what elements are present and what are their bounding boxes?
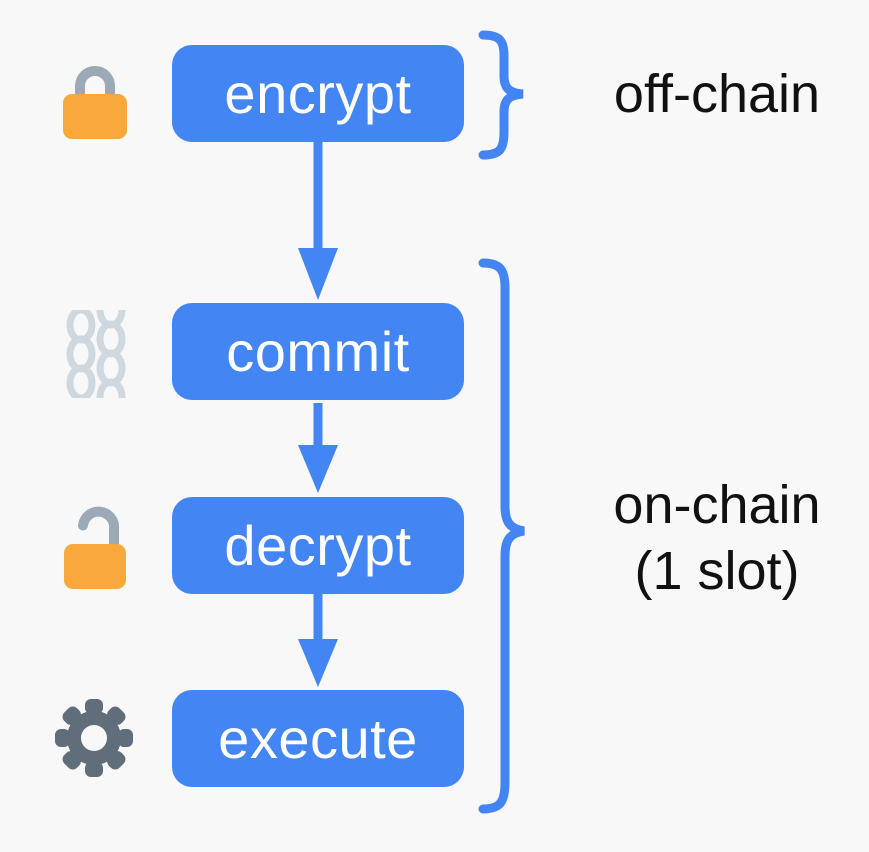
arrow-commit-to-decrypt-icon (298, 403, 338, 493)
gear-icon (54, 696, 134, 780)
arrow-decrypt-to-execute-icon (298, 594, 338, 687)
step-encrypt-label: encrypt (224, 62, 412, 125)
on-chain-label-line1: on-chain (613, 475, 821, 535)
chains-icon (66, 291, 126, 416)
off-chain-label-text: off-chain (613, 64, 821, 124)
on-chain-brace (478, 258, 525, 814)
step-execute-label: execute (218, 707, 418, 770)
lock-closed-icon (63, 61, 127, 139)
on-chain-label: on-chain (1 slot) (577, 472, 857, 604)
step-encrypt: encrypt (172, 45, 464, 142)
step-commit-label: commit (226, 320, 410, 383)
off-chain-brace (478, 30, 524, 160)
on-chain-label-line2: (1 slot) (634, 541, 800, 601)
off-chain-label: off-chain (577, 62, 857, 126)
step-execute: execute (172, 690, 464, 787)
lock-open-icon (62, 500, 128, 590)
arrow-encrypt-to-commit-icon (298, 142, 338, 300)
step-decrypt-label: decrypt (224, 514, 412, 577)
step-commit: commit (172, 303, 464, 400)
step-decrypt: decrypt (172, 497, 464, 594)
